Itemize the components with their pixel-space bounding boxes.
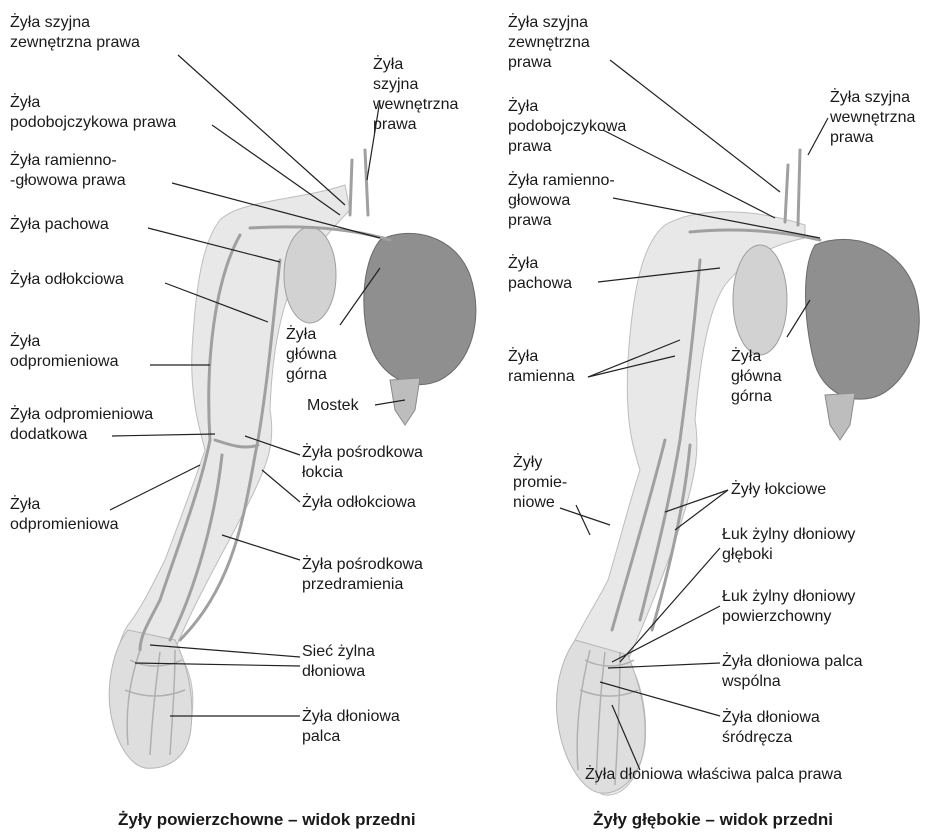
label-right-deep-arch: Łuk żylny dłoniowy głęboki	[722, 525, 855, 565]
label-left-median-cubital: Żyła pośrodkowa łokcia	[302, 443, 423, 483]
right-sternum	[825, 393, 855, 440]
right-heart	[806, 239, 920, 399]
label-left-cephalic-lower: Żyła odpromieniowa	[10, 495, 119, 535]
label-right-ulnar: Żyły łokciowe	[731, 480, 826, 500]
label-left-jugular-int: Żyła szyjna wewnętrzna prawa	[373, 55, 458, 135]
label-right-metacarpal: Żyła dłoniowa śródręcza	[722, 708, 820, 748]
label-left-axillary: Żyła pachowa	[10, 215, 109, 235]
label-right-radial: Żyły promie- niowe	[513, 453, 567, 513]
right-lung	[733, 245, 787, 355]
label-left-basilic: Żyła odłokciowa	[10, 270, 124, 290]
label-left-sternum: Mostek	[307, 396, 359, 416]
left-heart	[364, 233, 476, 384]
label-left-brachiocephalic: Żyła ramienno- -głowowa prawa	[10, 151, 126, 191]
label-right-axillary: Żyła pachowa	[508, 254, 572, 294]
label-left-median-antebrachial: Żyła pośrodkowa przedramienia	[302, 555, 423, 595]
label-right-common-digital: Żyła dłoniowa palca wspólna	[722, 652, 863, 692]
label-right-subclavian: Żyła podobojczykowa prawa	[508, 97, 626, 157]
right-jugular-vessel	[785, 150, 800, 225]
left-lung	[284, 227, 336, 323]
label-left-dorsal-network: Sieć żylna dłoniowa	[302, 642, 375, 682]
label-right-brachial: Żyła ramienna	[508, 347, 575, 387]
label-left-subclavian: Żyła podobojczykowa prawa	[10, 93, 176, 133]
label-right-brachiocephalic: Żyła ramienno- głowowa prawa	[508, 171, 615, 231]
label-left-jugular-ext: Żyła szyjna zewnętrzna prawa	[10, 13, 140, 53]
label-right-jugular-ext: Żyła szyjna zewnętrzna prawa	[508, 13, 590, 73]
left-jugular-vessel	[350, 150, 368, 215]
label-right-svc: Żyła główna górna	[731, 347, 782, 407]
label-left-svc: Żyła główna górna	[286, 325, 337, 385]
label-right-jugular-int: Żyła szyjna wewnętrzna prawa	[830, 88, 915, 148]
caption-superficial: Żyły powierzchowne – widok przedni	[118, 810, 416, 830]
caption-deep: Żyły głębokie – widok przedni	[593, 810, 833, 830]
label-right-superficial-arch: Łuk żylny dłoniowy powierzchowny	[722, 587, 855, 627]
label-left-accessory-cephalic: Żyła odpromieniowa dodatkowa	[10, 405, 153, 445]
label-left-cephalic: Żyła odpromieniowa	[10, 332, 119, 372]
label-right-proper-digital: Żyła dłoniowa właściwa palca prawa	[585, 765, 842, 785]
label-left-basilic-lower: Żyła odłokciowa	[302, 493, 416, 513]
label-left-digital: Żyła dłoniowa palca	[302, 707, 400, 747]
right-arm-figure	[556, 150, 919, 795]
